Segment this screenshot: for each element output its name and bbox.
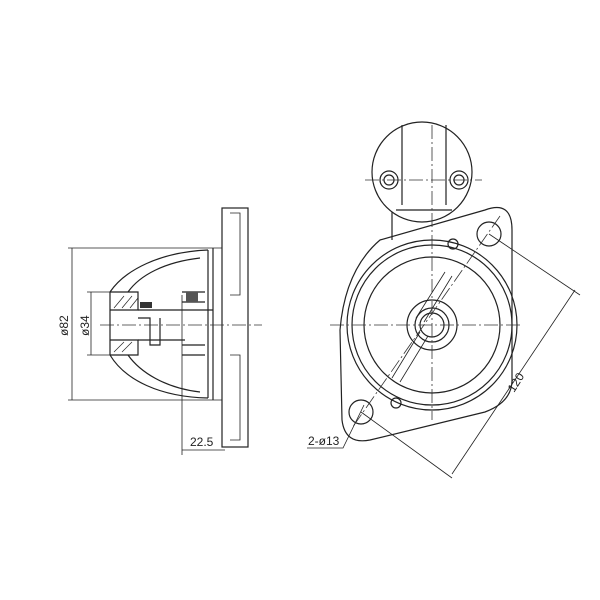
mounting-flange bbox=[221, 207, 249, 448]
mounting-hole bbox=[476, 221, 502, 247]
mounting-hole bbox=[348, 399, 374, 425]
dim-mounting-holes: 2-ø13 bbox=[308, 434, 340, 448]
dim-flange-offset: 22.5 bbox=[190, 435, 214, 449]
dim-pilot-diameter: ø34 bbox=[78, 315, 92, 336]
dim-hole-spacing: 120 bbox=[505, 370, 528, 395]
front-view: 120 2-ø13 bbox=[307, 121, 581, 479]
key-section bbox=[140, 302, 152, 308]
dim-outer-diameter: ø82 bbox=[57, 315, 71, 336]
solenoid-outline bbox=[371, 121, 473, 223]
flange-outline bbox=[339, 206, 513, 442]
side-view: ø82 ø34 22.5 bbox=[57, 207, 262, 455]
